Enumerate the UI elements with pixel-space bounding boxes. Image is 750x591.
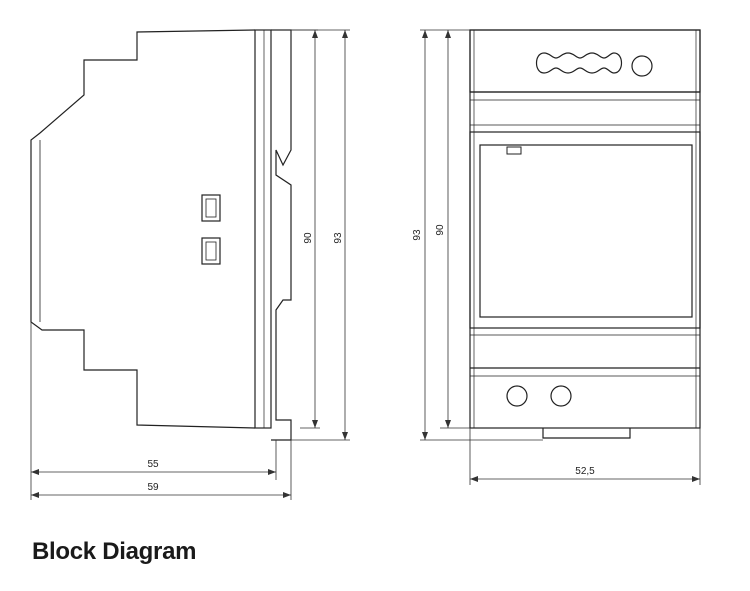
front-display-window bbox=[479, 144, 693, 318]
front-dimensions bbox=[420, 29, 701, 485]
side-view bbox=[30, 29, 292, 441]
front-mid-frame bbox=[469, 131, 701, 329]
front-dim-52-5: 52,5 bbox=[575, 466, 595, 477]
side-arrow-55-right bbox=[268, 469, 276, 475]
side-dimensions bbox=[30, 29, 350, 500]
side-rear-plate bbox=[254, 29, 272, 429]
front-arrow-width-left bbox=[470, 476, 478, 482]
side-arrow-55-left bbox=[31, 469, 39, 475]
front-arrow-93-bottom bbox=[422, 432, 428, 440]
front-top-terminal-screws bbox=[535, 52, 623, 74]
front-din-release-tab bbox=[542, 428, 631, 439]
front-arrow-width-right bbox=[692, 476, 700, 482]
side-dim-55: 55 bbox=[147, 459, 159, 470]
section-heading: Block Diagram bbox=[32, 538, 197, 565]
front-top-module bbox=[469, 29, 701, 93]
side-arrow-59-right bbox=[283, 492, 291, 498]
front-top-screw-single bbox=[631, 55, 653, 77]
front-view bbox=[469, 29, 701, 439]
front-led-indicator bbox=[506, 146, 522, 155]
front-bottom-screw-left bbox=[506, 385, 528, 407]
din-clip bbox=[271, 29, 292, 441]
side-housing-outline bbox=[30, 29, 256, 429]
side-terminal-top bbox=[201, 194, 221, 222]
side-dim-93: 93 bbox=[333, 232, 344, 244]
side-arrow-93-bottom bbox=[342, 432, 348, 440]
side-dim-90: 90 bbox=[303, 232, 314, 244]
side-terminal-bottom bbox=[201, 237, 221, 265]
front-bottom-screw-right bbox=[550, 385, 572, 407]
side-arrow-93-top bbox=[342, 30, 348, 38]
side-arrow-90-top bbox=[312, 30, 318, 38]
front-dim-90: 90 bbox=[435, 224, 446, 236]
front-arrow-90-bottom bbox=[445, 420, 451, 428]
side-arrow-90-bottom bbox=[312, 420, 318, 428]
front-arrow-90-top bbox=[445, 30, 451, 38]
front-arrow-93-top bbox=[422, 30, 428, 38]
side-dim-59: 59 bbox=[147, 482, 159, 493]
front-dim-93: 93 bbox=[412, 229, 423, 241]
side-arrow-59-left bbox=[31, 492, 39, 498]
